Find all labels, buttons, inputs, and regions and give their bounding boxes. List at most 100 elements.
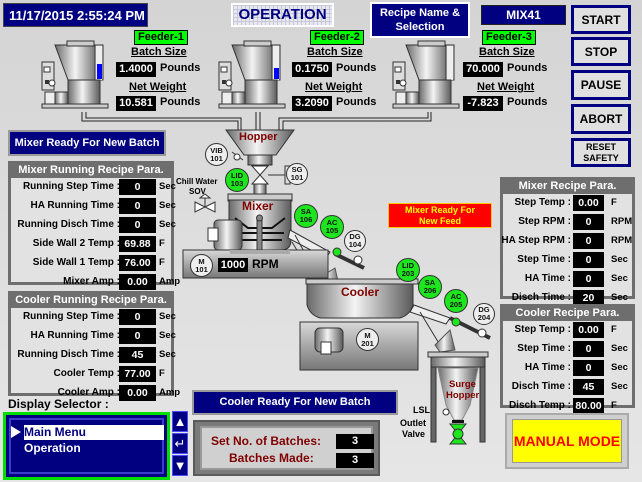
feeder-1-graphic: [41, 40, 109, 109]
param-value[interactable]: 0: [573, 341, 604, 357]
feeder-2-level-bar: [274, 68, 279, 79]
feeder-3-tag: Feeder-3: [482, 30, 536, 45]
datetime-display: 11/17/2015 2:55:24 PM: [3, 3, 148, 27]
scroll-up-button[interactable]: ▲: [172, 411, 188, 432]
enter-button[interactable]: ↵: [172, 433, 188, 454]
param-value[interactable]: 20: [573, 290, 604, 306]
mixer-status-banner: Mixer Ready For New Batch: [8, 130, 166, 156]
param-label: Mixer Amp :: [63, 276, 120, 287]
recipe-selection-label: Recipe Name & Selection: [379, 7, 461, 33]
reset-safety-button[interactable]: RESET SAFETY: [571, 138, 631, 167]
param-unit: Sec: [611, 362, 628, 373]
outlet-valve-label-2: Valve: [402, 429, 426, 439]
param-value: 0: [119, 179, 156, 195]
param-label: Cooler Amp :: [57, 387, 120, 398]
feeder-3-graphic: [392, 40, 460, 109]
cooler-label: Cooler: [341, 285, 380, 299]
display-option-main-menu[interactable]: Main Menu: [24, 425, 164, 440]
mixer-recipe-row: Disch Time :20 Sec: [503, 289, 632, 308]
param-label: HA Step RPM :: [501, 235, 571, 246]
feeder-1-batch-size-unit: Pounds: [160, 62, 201, 74]
param-value[interactable]: 0: [573, 271, 604, 287]
alert-line-1: Mixer Ready For: [404, 205, 476, 215]
param-value[interactable]: 0: [573, 252, 604, 268]
param-value: 0: [119, 309, 156, 325]
param-value[interactable]: 80.00: [573, 398, 604, 414]
param-value: 77.00: [119, 366, 156, 382]
param-value[interactable]: 0.00: [573, 195, 604, 211]
feeder-2-batch-size-label: Batch Size: [307, 46, 363, 58]
display-selector-list[interactable]: Main Menu Operation: [3, 412, 170, 480]
param-label: Running Step Time :: [22, 181, 120, 192]
feeder-1-net-weight-unit: Pounds: [160, 96, 201, 108]
display-option-operation[interactable]: Operation: [24, 441, 81, 455]
param-unit: Sec: [611, 292, 628, 303]
feeder-3-net-weight-value: -7.823: [463, 96, 503, 111]
screen-title: OPERATION: [231, 3, 334, 27]
param-label: Step Temp :: [514, 324, 571, 335]
param-label: Running Disch Time :: [17, 219, 120, 230]
recipe-name-display: MIX41: [481, 5, 566, 25]
surge-hopper-label-2: Hopper: [446, 390, 480, 401]
set-batches-value[interactable]: 3: [336, 434, 374, 449]
chill-water-label-1: Chill Water: [176, 177, 218, 186]
cooler-status-banner: Cooler Ready For New Batch: [192, 390, 398, 415]
param-value: 69.88: [119, 236, 156, 252]
selection-pointer-icon: [11, 426, 21, 438]
param-value[interactable]: 0: [573, 360, 604, 376]
feeder-2-tag: Feeder-2: [310, 30, 364, 45]
cooler-running-title: Cooler Running Recipe Para.: [11, 294, 171, 308]
start-button[interactable]: START: [571, 5, 631, 34]
param-unit: Sec: [611, 254, 628, 265]
feeder-2-net-weight-label: Net Weight: [305, 81, 363, 93]
param-label: HA Running Time :: [30, 330, 120, 341]
feeder-1-level-bar: [97, 64, 102, 79]
param-value[interactable]: 0.00: [573, 322, 604, 338]
scroll-down-button[interactable]: ▼: [172, 455, 188, 476]
recipe-selection-button[interactable]: Recipe Name & Selection: [370, 2, 470, 38]
param-value[interactable]: 0: [573, 214, 604, 230]
param-value[interactable]: 45: [573, 379, 604, 395]
param-label: HA Running Time :: [30, 200, 120, 211]
param-unit: Sec: [159, 311, 176, 322]
feeder-2-batch-size-unit: Pounds: [336, 62, 377, 74]
param-value[interactable]: 0: [573, 233, 604, 249]
batch-counter-panel: Set No. of Batches: 3 Batches Made: 3: [193, 420, 380, 476]
cooler-recipe-title: Cooler Recipe Para.: [503, 307, 632, 321]
abort-button[interactable]: ABORT: [571, 104, 631, 134]
pause-button[interactable]: PAUSE: [571, 70, 631, 100]
param-unit: F: [611, 324, 617, 335]
stop-button[interactable]: STOP: [571, 37, 631, 66]
chill-water-label-2: SOV: [189, 187, 206, 196]
surge-hopper-label-1: Surge: [449, 379, 476, 390]
display-selector-label: Display Selector :: [8, 397, 109, 411]
cooler-running-panel: Cooler Running Recipe Para. Running Step…: [8, 291, 180, 401]
param-unit: Sec: [159, 349, 176, 360]
feeder-1-net-weight-value: 10.581: [116, 96, 156, 111]
param-label: Step Temp :: [514, 197, 571, 208]
param-label: Side Wall 1 Temp :: [32, 257, 120, 268]
hopper-graphic: [225, 129, 295, 195]
param-label: Disch Time :: [511, 292, 571, 303]
param-label: Disch Temp :: [508, 400, 571, 411]
